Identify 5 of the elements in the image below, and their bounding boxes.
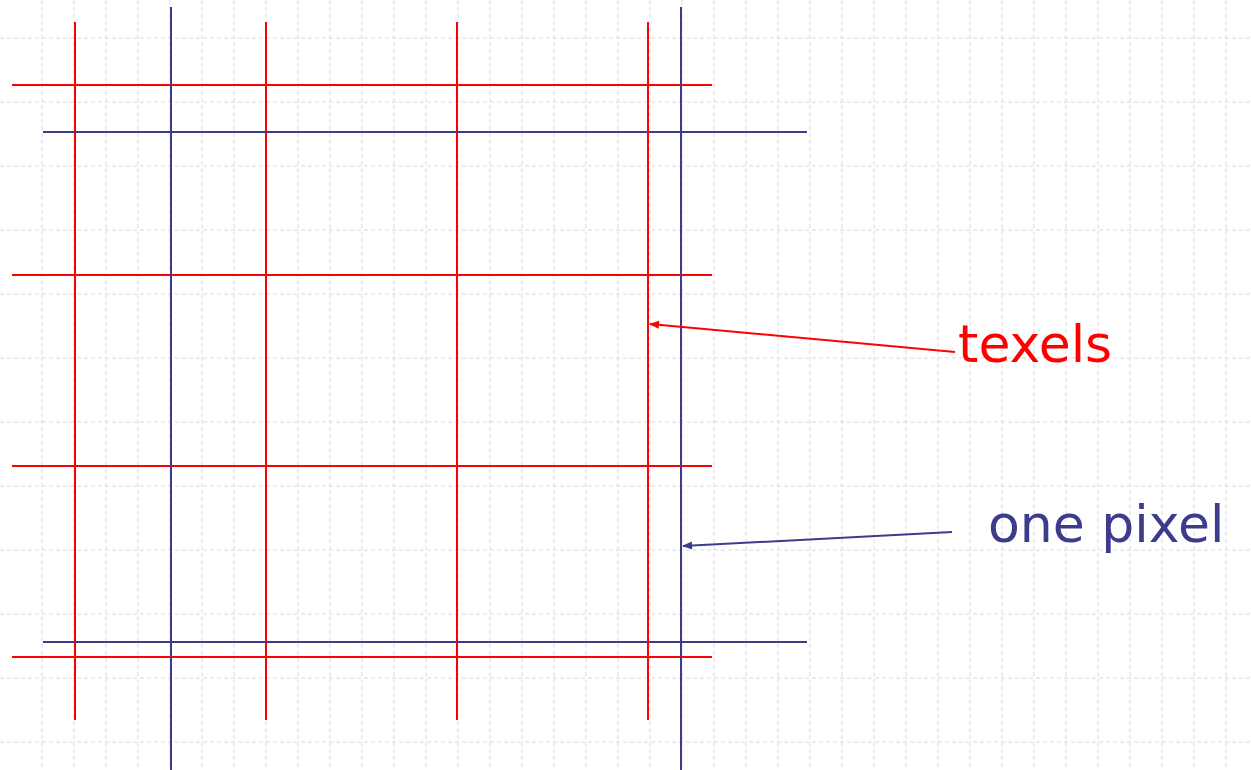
texel-edge-line — [647, 21, 649, 721]
leader-arrow — [682, 531, 953, 550]
texels-label: texels — [958, 318, 1113, 370]
leader-arrow — [649, 320, 956, 353]
pixel-edge-line — [680, 6, 682, 770]
